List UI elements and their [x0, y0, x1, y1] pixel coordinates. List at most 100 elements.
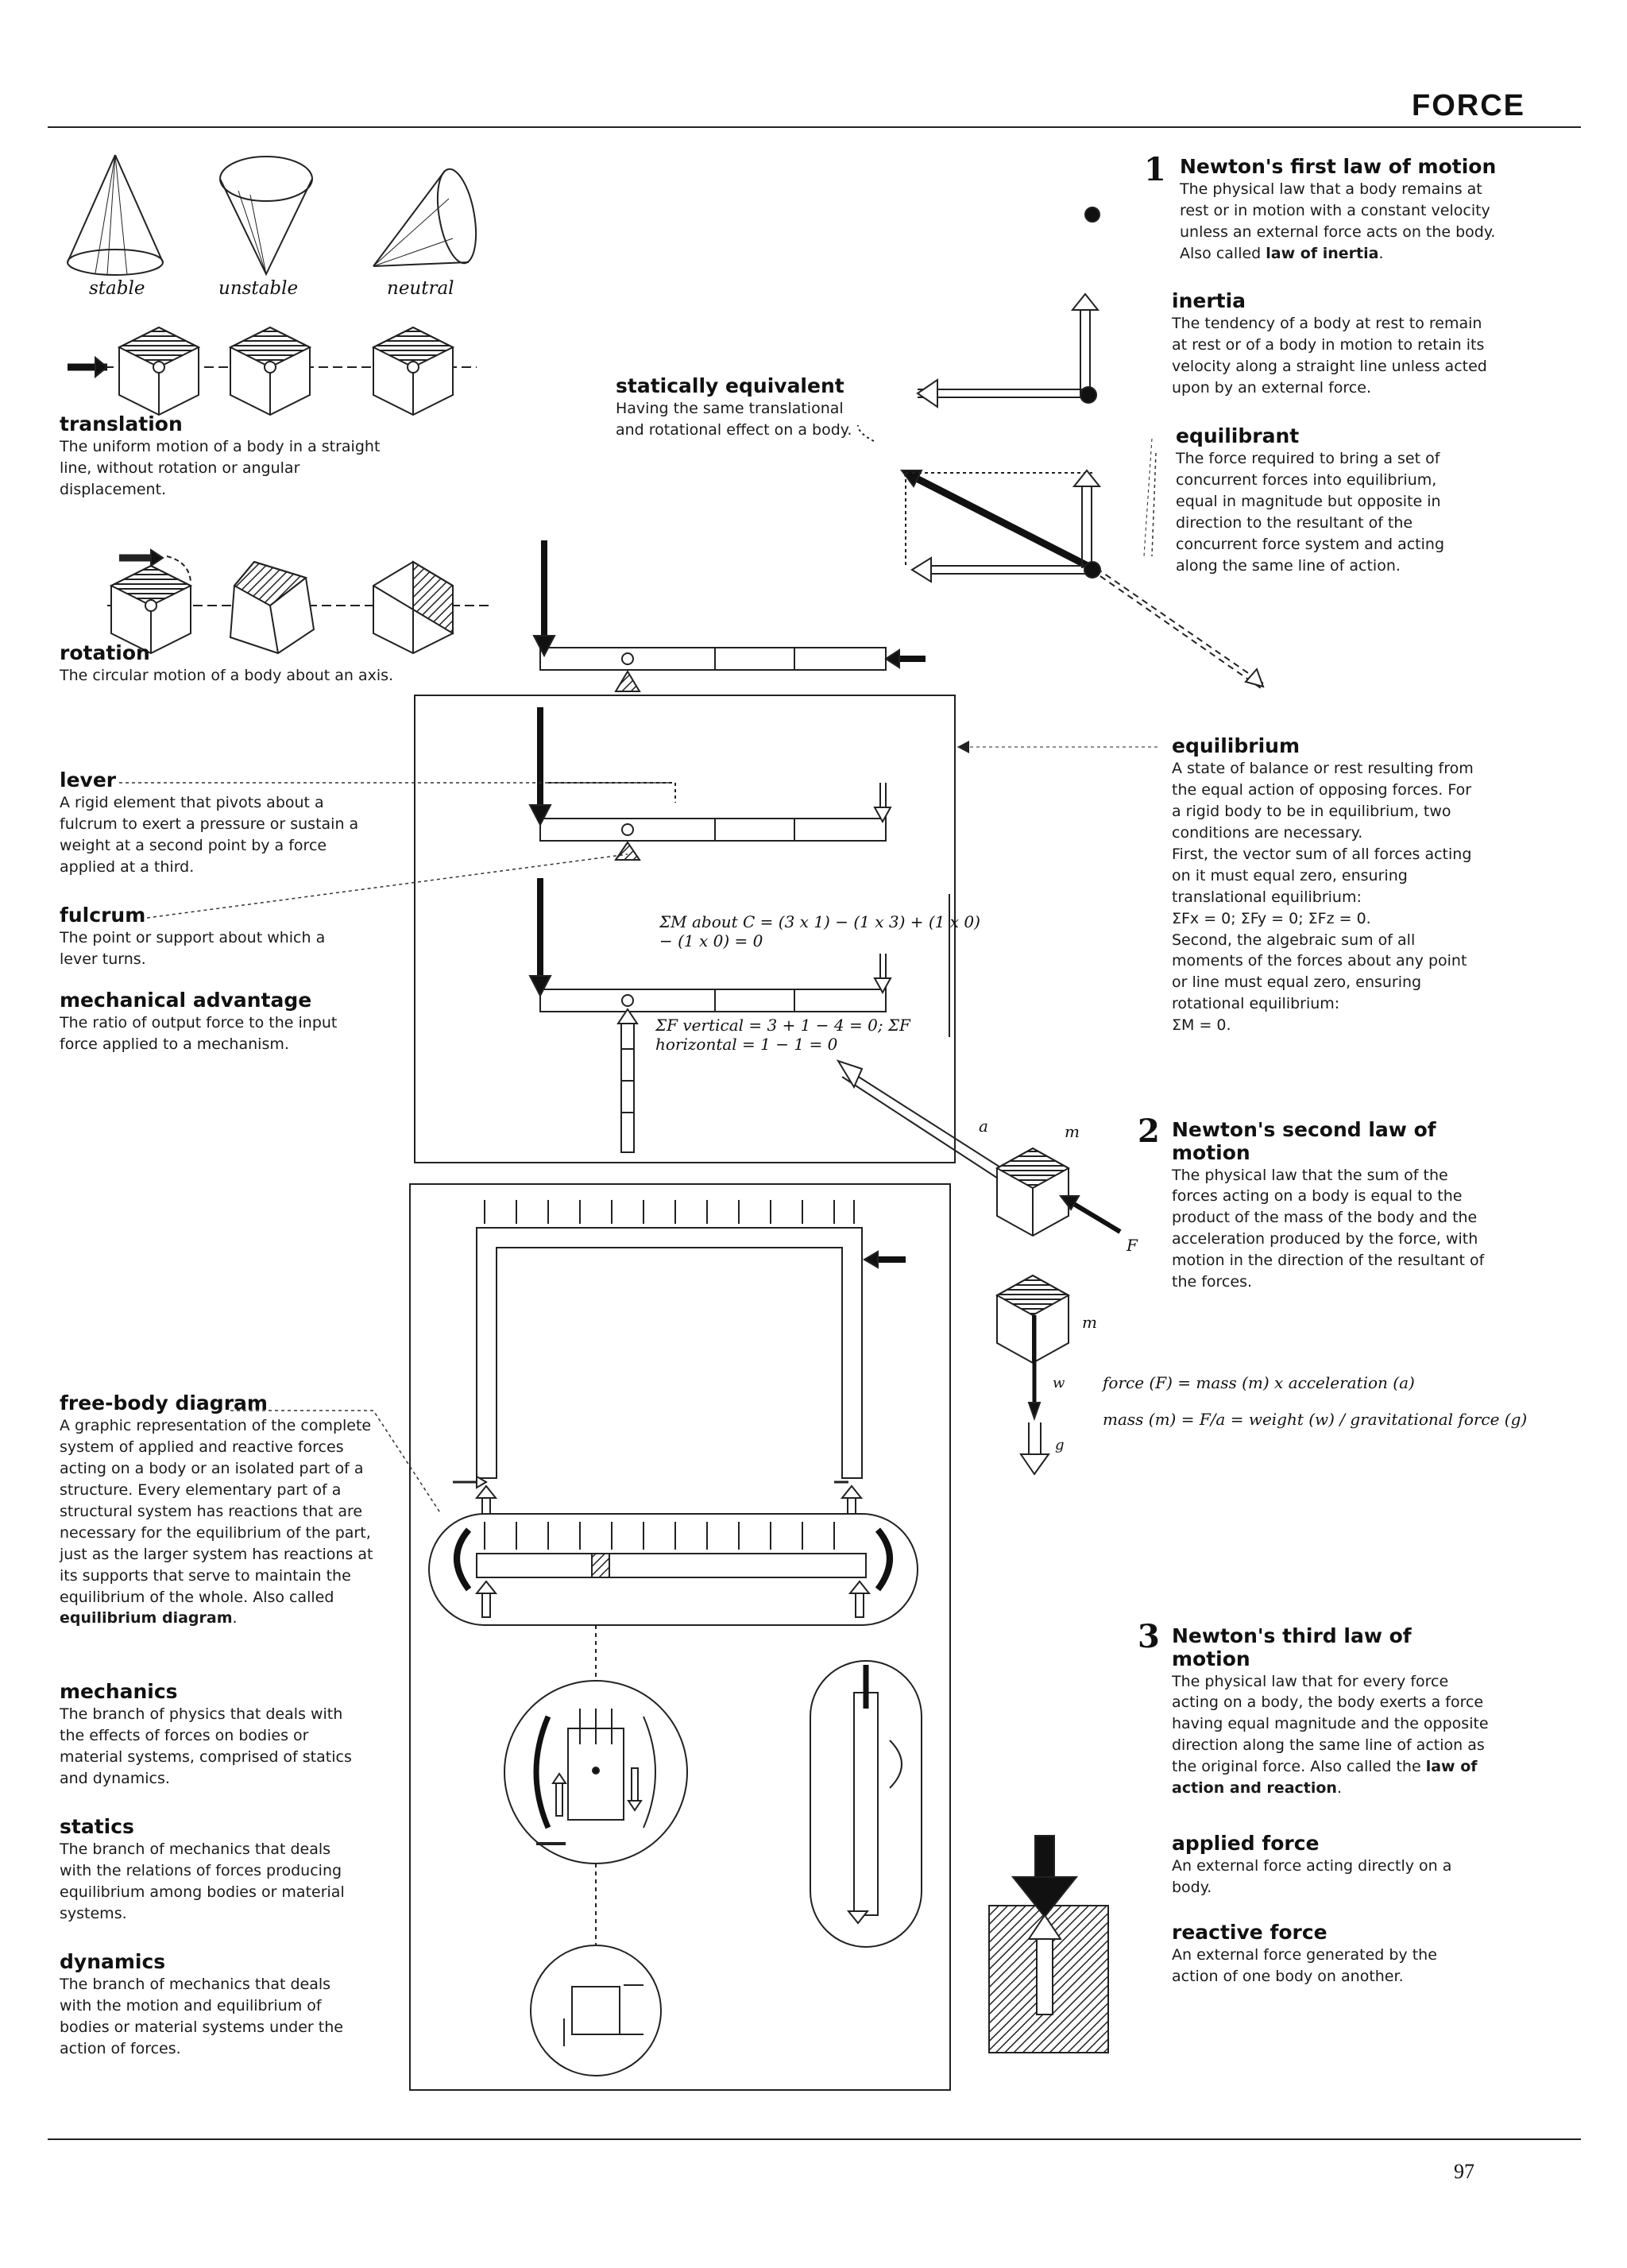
- statically-equivalent-def: Having the same translational and rotati…: [616, 399, 852, 439]
- third-law-def: The physical law that for every force ac…: [1172, 1671, 1490, 1800]
- first-law-def-end: .: [1378, 244, 1384, 262]
- stable-cone: [67, 154, 164, 276]
- element-free-body: [504, 1625, 688, 1947]
- page-number: 97: [1454, 2160, 1474, 2183]
- second-law-def: The physical law that the sum of the for…: [1172, 1166, 1485, 1291]
- applied-force-term: applied force: [1172, 1832, 1320, 1855]
- page-title: FORCE: [1412, 89, 1525, 122]
- column-free-body: [810, 1660, 922, 1948]
- first-law-def-text: The physical law that a body remains at …: [1180, 180, 1496, 262]
- equilibrium-def-2: First, the vector sum of all forces acti…: [1172, 845, 1472, 906]
- unstable-label: unstable: [218, 278, 299, 299]
- equilibrium-term: equilibrium: [1172, 734, 1300, 757]
- third-law-term: Newton's third law of motion: [1172, 1624, 1412, 1670]
- force-label: F: [1127, 1236, 1138, 1255]
- reactive-force-term: reactive force: [1172, 1921, 1327, 1944]
- second-law-entry: Newton's second law of motion The physic…: [1172, 1118, 1490, 1293]
- newton2-figure: [836, 1059, 1122, 1237]
- mechanical-advantage-def: The ratio of output force to the input f…: [60, 1013, 338, 1053]
- force-equation: ΣF vertical = 3 + 1 − 4 = 0; ΣF horizont…: [655, 1016, 910, 1054]
- acceleration-label: a: [979, 1117, 988, 1136]
- equilibrant-term: equilibrant: [1176, 424, 1300, 447]
- first-law-term: Newton's first law of motion: [1180, 155, 1497, 178]
- mechanics-term: mechanics: [60, 1680, 178, 1703]
- mass-label-2: m: [1082, 1313, 1097, 1332]
- translation-term: translation: [60, 412, 183, 435]
- third-law-def-end: .: [1336, 1779, 1342, 1798]
- dynamics-term: dynamics: [60, 1950, 166, 1973]
- translation-entry: translation The uniform motion of a body…: [60, 412, 409, 501]
- third-law-def-text: The physical law that for every force ac…: [1172, 1672, 1489, 1776]
- free-body-def: A graphic representation of the complete…: [60, 1415, 393, 1630]
- statics-term: statics: [60, 1815, 134, 1838]
- weight-label: w: [1053, 1375, 1065, 1391]
- statics-entry: statics The branch of mechanics that dea…: [60, 1815, 361, 1925]
- inertia-term: inertia: [1172, 289, 1246, 312]
- second-law-term: Newton's second law of motion: [1172, 1118, 1436, 1164]
- statically-equivalent-term: statically equivalent: [616, 374, 844, 397]
- mechanics-entry: mechanics The branch of physics that dea…: [60, 1680, 361, 1790]
- gravity-figure: [995, 1274, 1071, 1476]
- equilibrium-def-1: A state of balance or rest resulting fro…: [1172, 759, 1474, 842]
- equilibrant-def: The force required to bring a set of con…: [1176, 449, 1445, 575]
- unstable-cone: [219, 156, 313, 277]
- statically-equivalent-entry: statically equivalent Having the same tr…: [616, 374, 870, 441]
- third-law-entry: Newton's third law of motion The physica…: [1172, 1624, 1490, 1800]
- stable-label: stable: [89, 278, 145, 299]
- inertia-figure: [916, 207, 1100, 408]
- equilibrant-entry: equilibrant The force required to bring …: [1176, 424, 1478, 577]
- small-free-body: [530, 1945, 662, 2076]
- leader-lines: [119, 452, 1157, 1515]
- lever-top: [532, 540, 926, 692]
- equilibrium-def-5: ΣM = 0.: [1172, 1016, 1231, 1035]
- second-law-number: 2: [1138, 1113, 1160, 1150]
- free-body-term: free-body diagram: [60, 1391, 268, 1415]
- fulcrum-def: The point or support about which a lever…: [60, 928, 326, 968]
- equilibrium-def-3: ΣFx = 0; ΣFy = 0; ΣFz = 0.: [1172, 909, 1371, 927]
- free-body-def-end: .: [232, 1609, 238, 1627]
- first-law-alt-term: law of inertia: [1266, 244, 1379, 262]
- fulcrum-term: fulcrum: [60, 904, 146, 927]
- applied-force-def: An external force acting directly on a b…: [1172, 1856, 1452, 1896]
- inertia-entry: inertia The tendency of a body at rest t…: [1172, 289, 1490, 399]
- statics-def: The branch of mechanics that deals with …: [60, 1840, 345, 1922]
- equilibrium-entry: equilibrium A state of balance or rest r…: [1172, 734, 1482, 1036]
- formula-mass: mass (m) = F/a = weight (w) / gravitatio…: [1103, 1410, 1528, 1429]
- first-law-entry: Newton's first law of motion The physica…: [1180, 155, 1513, 265]
- mechanical-advantage-entry: mechanical advantage The ratio of output…: [60, 989, 361, 1055]
- inertia-def: The tendency of a body at rest to remain…: [1172, 314, 1487, 397]
- first-law-number: 1: [1144, 151, 1166, 188]
- equivalent-figure: [857, 424, 1265, 691]
- mechanical-advantage-term: mechanical advantage: [60, 989, 312, 1012]
- beam-free-body: [428, 1513, 918, 1626]
- lever-term: lever: [60, 768, 117, 791]
- applied-force-entry: applied force An external force acting d…: [1172, 1832, 1474, 1898]
- gravity-label: g: [1055, 1437, 1065, 1453]
- rotation-term: rotation: [60, 641, 150, 664]
- formula-force: force (F) = mass (m) x acceleration (a): [1103, 1373, 1415, 1392]
- third-law-alt-term: law of action and reaction: [1172, 1758, 1478, 1798]
- dynamics-def: The branch of mechanics that deals with …: [60, 1975, 343, 2057]
- third-law-number: 3: [1138, 1618, 1160, 1655]
- rotation-def: The circular motion of a body about an a…: [60, 666, 394, 684]
- first-law-def: The physical law that a body remains at …: [1180, 179, 1513, 265]
- translation-def: The uniform motion of a body in a straig…: [60, 437, 381, 498]
- lever-frame: [414, 695, 956, 1163]
- neutral-cone: [373, 168, 477, 267]
- free-body-frame: [409, 1183, 951, 2091]
- neutral-label: neutral: [387, 278, 454, 299]
- lever-entry: lever A rigid element that pivots about …: [60, 768, 361, 878]
- rotation-entry: rotation The circular motion of a body a…: [60, 641, 425, 687]
- mechanics-def: The branch of physics that deals with th…: [60, 1705, 352, 1787]
- equilibrium-def-4: Second, the algebraic sum of all moments…: [1172, 931, 1467, 1013]
- mass-label: m: [1065, 1122, 1080, 1141]
- action-reaction-figure: [988, 1835, 1109, 2053]
- moment-equation: ΣM about C = (3 x 1) − (1 x 3) + (1 x 0)…: [659, 912, 980, 950]
- lever-middle: [528, 707, 892, 861]
- reactive-force-def: An external force generated by the actio…: [1172, 1945, 1437, 1985]
- dynamics-entry: dynamics The branch of mechanics that de…: [60, 1950, 361, 2060]
- lever-def: A rigid element that pivots about a fulc…: [60, 793, 359, 876]
- reactive-force-entry: reactive force An external force generat…: [1172, 1921, 1474, 1987]
- fulcrum-entry: fulcrum The point or support about which…: [60, 904, 346, 970]
